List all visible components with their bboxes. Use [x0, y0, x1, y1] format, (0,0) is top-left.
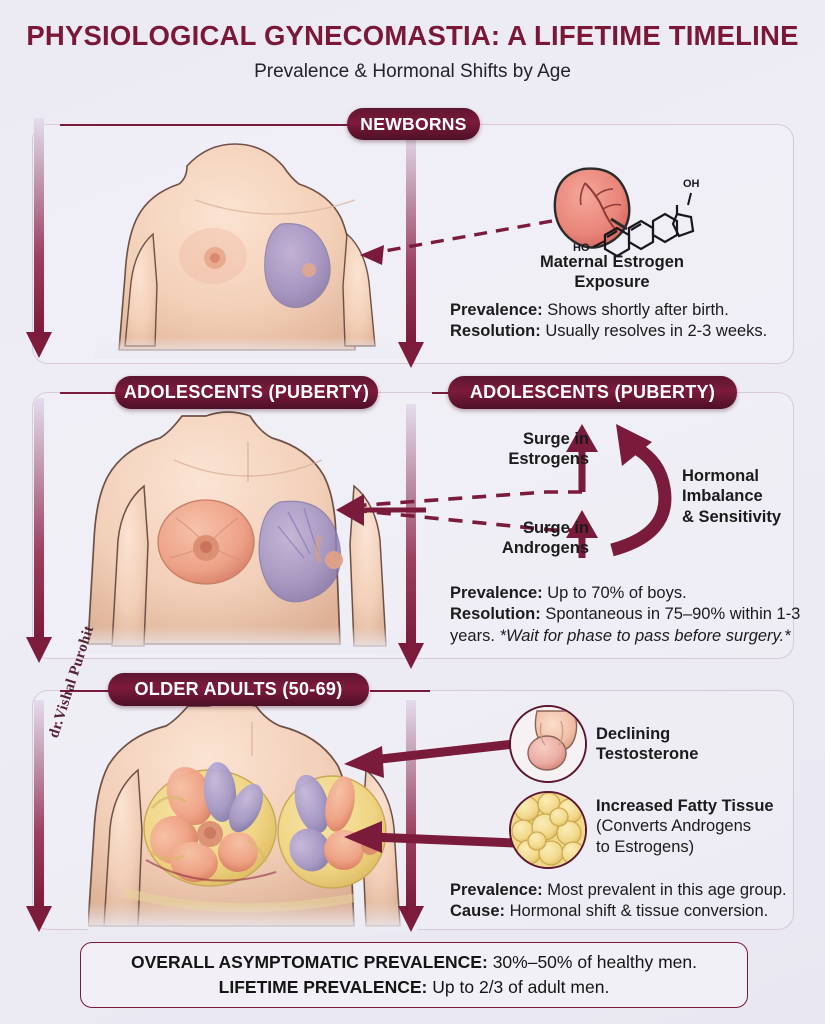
callout-testosterone-label: Declining Testosterone [596, 724, 796, 765]
newborn-torso-illustration [95, 143, 405, 358]
newborn-fact-prevalence: Prevalence: Shows shortly after birth. [450, 300, 800, 321]
older-fact-cause-value: Hormonal shift & tissue conversion. [509, 902, 769, 921]
testicle-icon [509, 705, 587, 783]
summary-line-1-value: 30%–50% of healthy men. [492, 951, 697, 972]
older-fact-prevalence: Prevalence: Most prevalent in this age g… [450, 880, 806, 901]
callout-arrow-testosterone [344, 739, 515, 778]
adolescent-torso-illustration [88, 411, 408, 653]
callout-fatty-tissue-line1: Increased Fatty Tissue [596, 797, 774, 815]
callout-fatty-tissue-line2: (Converts Androgens [596, 817, 752, 836]
flow-arrow-left-newborn [26, 118, 52, 358]
svg-text:OH: OH [683, 178, 700, 190]
pill-adolescents-left[interactable]: ADOLESCENTS (PUBERTY) [115, 376, 378, 409]
newborn-fact-prevalence-label: Prevalence: [450, 301, 543, 319]
pill-newborns[interactable]: NEWBORNS [347, 108, 480, 140]
pill-adolescents-right-label: ADOLESCENTS (PUBERTY) [469, 382, 716, 402]
hormonal-imbalance-line2: Imbalance [682, 487, 763, 506]
surge-estrogens-line1: Surge in [522, 430, 589, 448]
hormonal-imbalance-line1: Hormonal [682, 467, 760, 485]
hormone-arrows-adolescent [336, 424, 672, 558]
flow-arrow-left-older [26, 700, 52, 932]
adolescent-fact-prevalence-label: Prevalence: [450, 584, 543, 602]
newborn-fact-resolution-value: Usually resolves in 2-3 weeks. [545, 322, 768, 341]
newborn-facts: Prevalence: Shows shortly after birth. R… [450, 300, 800, 343]
older-fact-prevalence-value: Most prevalent in this age group. [547, 881, 787, 899]
older-adults-facts: Prevalence: Most prevalent in this age g… [450, 880, 806, 923]
surge-androgens-label: Surge in Androgens [493, 518, 589, 559]
older-fact-cause-label: Cause: [450, 902, 506, 921]
surge-androgens-line2: Androgens [501, 539, 589, 558]
hormonal-imbalance-label: Hormonal Imbalance & Sensitivity [682, 466, 812, 527]
pill-adolescents-left-label: ADOLESCENTS (PUBERTY) [123, 382, 370, 402]
callout-testosterone-line2: Testosterone [596, 745, 699, 764]
summary-line-2-value: Up to 2/3 of adult men. [432, 977, 610, 997]
surge-androgens-line1: Surge in [522, 519, 589, 537]
summary-line-2: LIFETIME PREVALENCE: Up to 2/3 of adult … [219, 975, 610, 1000]
page-subtitle: Prevalence & Hormonal Shifts by Age [254, 61, 571, 82]
pill-newborns-label: NEWBORNS [360, 113, 467, 134]
newborn-icon-caption-line1: Maternal Estrogen [540, 253, 684, 271]
newborn-fact-prevalence-value: Shows shortly after birth. [547, 301, 729, 319]
adolescent-fact-resolution-value: Spontaneous in 75–90% within 1-3 years. [450, 605, 801, 645]
pill-older-adults[interactable]: OLDER ADULTS (50-69) [108, 673, 369, 706]
page-title: PHYSIOLOGICAL GYNECOMASTIA: A LIFETIME T… [26, 20, 799, 51]
callout-arrow-fatty-tissue [344, 821, 515, 853]
newborn-icon-caption-line2: Exposure [574, 273, 650, 292]
placenta-estrogen-icon: OH HO [553, 167, 700, 258]
adolescent-facts: Prevalence: Up to 70% of boys. Resolutio… [450, 583, 806, 647]
svg-text:HO: HO [573, 242, 590, 254]
newborn-fact-resolution: Resolution: Usually resolves in 2-3 week… [450, 321, 800, 342]
older-fact-prevalence-label: Prevalence: [450, 881, 543, 899]
connector-older-left [60, 690, 110, 692]
connector-newborn [60, 124, 350, 126]
hormonal-imbalance-line3: & Sensitivity [682, 507, 782, 526]
summary-line-1-label: OVERALL ASYMPTOMATIC PREVALENCE: [130, 951, 488, 972]
flow-arrow-left-adolescent [26, 398, 52, 663]
surge-estrogens-line2: Estrogens [508, 450, 589, 469]
adolescent-fact-prevalence-value: Up to 70% of boys. [547, 584, 687, 602]
connector-adolescent-left [60, 392, 145, 394]
newborn-fact-resolution-label: Resolution: [450, 322, 541, 341]
flow-arrow-right-newborn [398, 130, 424, 368]
adolescent-fact-resolution: Resolution: Spontaneous in 75–90% within… [450, 604, 806, 647]
pill-older-adults-label: OLDER ADULTS (50-69) [134, 679, 343, 699]
older-fact-cause: Cause: Hormonal shift & tissue conversio… [450, 901, 806, 922]
older-adult-torso-illustration [88, 702, 418, 932]
callout-fatty-tissue-line3: to Estrogens) [596, 837, 695, 856]
pill-adolescents-right[interactable]: ADOLESCENTS (PUBERTY) [448, 376, 737, 409]
adolescent-fact-resolution-label: Resolution: [450, 605, 541, 624]
summary-line-1: OVERALL ASYMPTOMATIC PREVALENCE: 30%–50%… [131, 950, 697, 975]
adolescent-fact-prevalence: Prevalence: Up to 70% of boys. [450, 583, 806, 604]
callout-fatty-tissue-label: Increased Fatty Tissue (Converts Androge… [596, 796, 811, 857]
summary-line-2-label: LIFETIME PREVALENCE: [218, 977, 428, 997]
flow-arrow-right-adolescent [398, 404, 424, 669]
surge-estrogens-label: Surge in Estrogens [493, 429, 589, 470]
flow-arrow-right-older [398, 700, 424, 932]
callout-testosterone-line1: Declining [596, 725, 671, 743]
dashed-pointer-newborn [360, 219, 553, 265]
connector-adolescent-right [432, 392, 452, 394]
adolescent-fact-resolution-note: *Wait for phase to pass before surgery.* [499, 626, 791, 645]
summary-box: OVERALL ASYMPTOMATIC PREVALENCE: 30%–50%… [80, 942, 748, 1008]
connector-older-right [370, 690, 430, 692]
newborn-icon-caption: Maternal Estrogen Exposure [487, 252, 737, 292]
fat-cells-icon [509, 791, 587, 869]
